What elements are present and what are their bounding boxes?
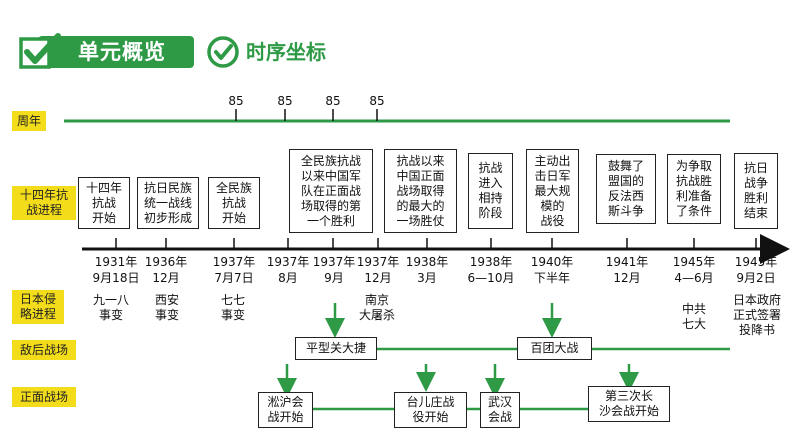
timeline-date: 1941年 12月 [605,255,649,285]
event-box: 抗日 战争 胜利 结束 [734,153,778,229]
row-label-anniversary: 周年 [12,111,46,131]
event-box: 抗日民族 统一战线 初步形成 [137,177,199,229]
timeline-title: 时序坐标 [246,40,326,64]
timeline-date: 1936年 12月 [144,255,188,285]
timeline-date: 1937年 8月 [266,255,310,285]
row-label-japan-aggression: 日本侵 略进程 [12,290,64,324]
anniversary-85: 85 [369,94,385,108]
anniversary-85: 85 [325,94,341,108]
event-box: 全民族抗战 以来中国军 队在正面战 场取得的第 一个胜利 [289,149,373,233]
battle-pingxingguan: 平型关大捷 [295,337,377,360]
event-box: 抗战 进入 相持 阶段 [468,153,513,229]
battle-songhu: 淞沪会 战开始 [258,392,313,428]
event-box: 全民族 抗战 开始 [208,177,260,229]
event-box: 抗战以来 中国正面 战场取得 的最大的 一场胜仗 [384,149,457,233]
row-label-enemy-rear: 敌后战场 [12,340,76,360]
anniversary-85: 85 [228,94,244,108]
row-label-war-progress: 十四年抗 战进程 [12,186,76,220]
battle-taierzhuang: 台儿庄战 役开始 [394,392,467,428]
anniversary-85: 85 [277,94,293,108]
aggression-event: 中共 七大 [681,302,706,331]
timeline-date: 1945年 4—6月 [672,255,716,285]
checkbox-check-icon [19,33,61,69]
overview-title: 单元概览 [78,40,166,64]
aggression-event: 南京 大屠杀 [358,293,395,322]
timeline-date: 1938年 6—10月 [467,255,515,285]
timeline-date: 1937年 12月 [356,255,400,285]
axis-ticks [115,238,757,249]
timeline-date: 1945年 9月2日 [734,255,778,285]
battle-wuhan: 武汉 会战 [480,392,520,428]
battle-changsha-3: 第三次长 沙会战开始 [588,386,670,422]
circle-check-icon [207,36,239,68]
unit-overview-header: 单元概览 [16,32,194,72]
event-box: 主动出 击日军 最大规 模的 战役 [526,149,579,233]
aggression-event: 西安 事变 [154,293,179,322]
battle-baituan: 百团大战 [517,337,592,360]
timeline-date: 1937年 9月 [312,255,356,285]
event-box: 为争取 抗战胜 利准备 了条件 [667,154,721,224]
aggression-event: 九一八 事变 [92,293,129,322]
row-label-front: 正面战场 [12,387,76,407]
timeline-date: 1938年 3月 [405,255,449,285]
header-banner [38,36,194,68]
timeline-date: 1937年 7月7日 [212,255,256,285]
event-box: 十四年 抗战 开始 [78,177,130,229]
timeline-date: 1940年 下半年 [530,255,574,285]
timeline-date: 1931年 9月18日 [92,255,140,285]
aggression-event: 日本政府 正式签署 投降书 [732,293,781,337]
event-box: 鼓舞了 盟国的 反法西 斯斗争 [596,154,656,224]
aggression-event: 七七 事变 [220,293,245,322]
